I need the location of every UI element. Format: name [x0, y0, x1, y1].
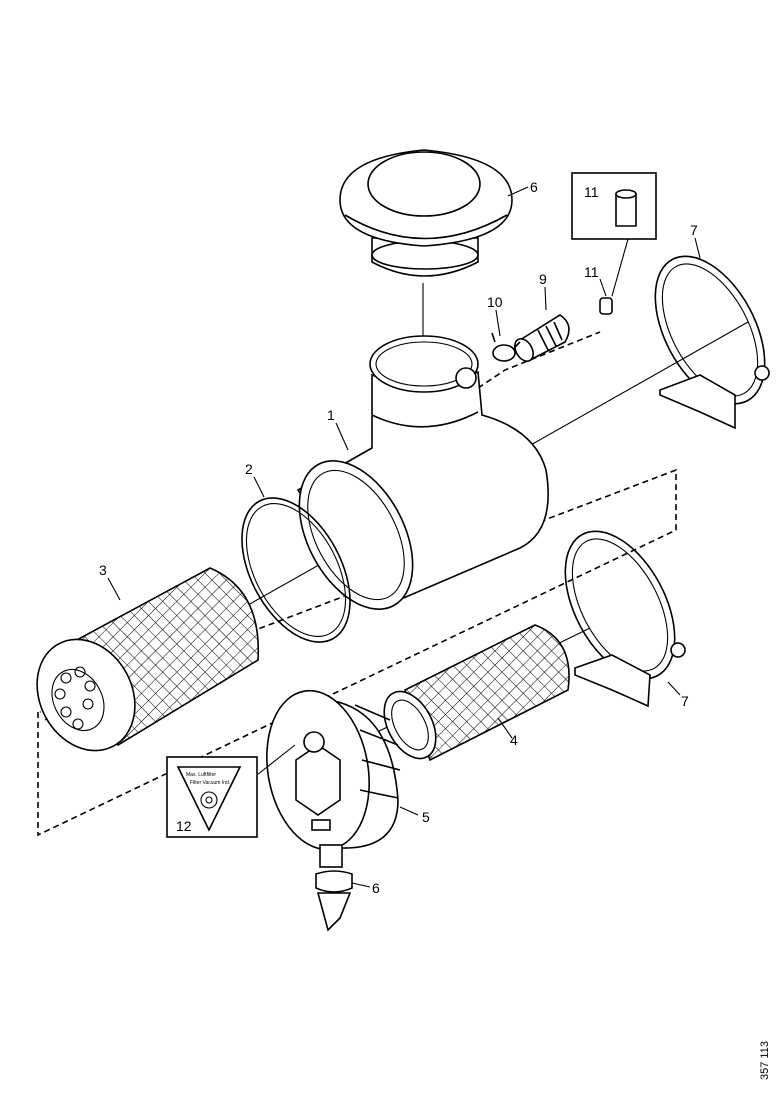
- clamp-band-part-7-lower: [564, 530, 686, 708]
- warning-label-part-12: Max. Luftfilter Filter Vacuum Ind.: [166, 744, 296, 838]
- warning-label-line-1: Max. Luftfilter: [186, 772, 216, 778]
- end-cover-part-5: [266, 689, 401, 851]
- callout-10: 10: [487, 294, 503, 310]
- warning-label-line-2: Filter Vacuum Ind.: [190, 780, 230, 786]
- service-indicator-part-9: [514, 314, 570, 362]
- callout-7-upper: 7: [690, 222, 698, 238]
- callout-9: 9: [539, 271, 547, 287]
- callout-7-lower: 7: [681, 693, 689, 709]
- safety-filter-element-part-4: [383, 624, 570, 762]
- assembly-outline: [37, 331, 677, 837]
- callout-1: 1: [327, 407, 335, 423]
- plug-part-11: [571, 172, 657, 315]
- drawing-reference-number: 357 113: [759, 1041, 771, 1080]
- leader-lines: [107, 186, 701, 888]
- callout-12: 12: [176, 818, 192, 834]
- main-filter-element-part-3: [36, 567, 260, 752]
- dust-valve-part-6: [315, 844, 353, 932]
- clamp-band-part-7-upper: [654, 255, 770, 430]
- callout-6-dust-valve: 6: [372, 880, 380, 896]
- callout-3: 3: [99, 562, 107, 578]
- precleaner-cap-part-8: [339, 149, 513, 277]
- filter-housing-part-1: [296, 335, 549, 610]
- hose-clip-part-10: [491, 332, 521, 362]
- callout-11-inset: 11: [584, 184, 599, 200]
- callout-11-inline: 11: [584, 264, 599, 280]
- filter-end-holes: [54, 666, 96, 730]
- callout-5: 5: [422, 809, 430, 825]
- sealing-ring-part-2: [241, 497, 351, 643]
- callout-4: 4: [510, 732, 518, 748]
- callout-labels: 1 2 3 4 5 6 6 7 7 9 10 11 11 12: [99, 179, 698, 896]
- callout-2: 2: [245, 461, 253, 477]
- callout-6-precleaner: 6: [530, 179, 538, 195]
